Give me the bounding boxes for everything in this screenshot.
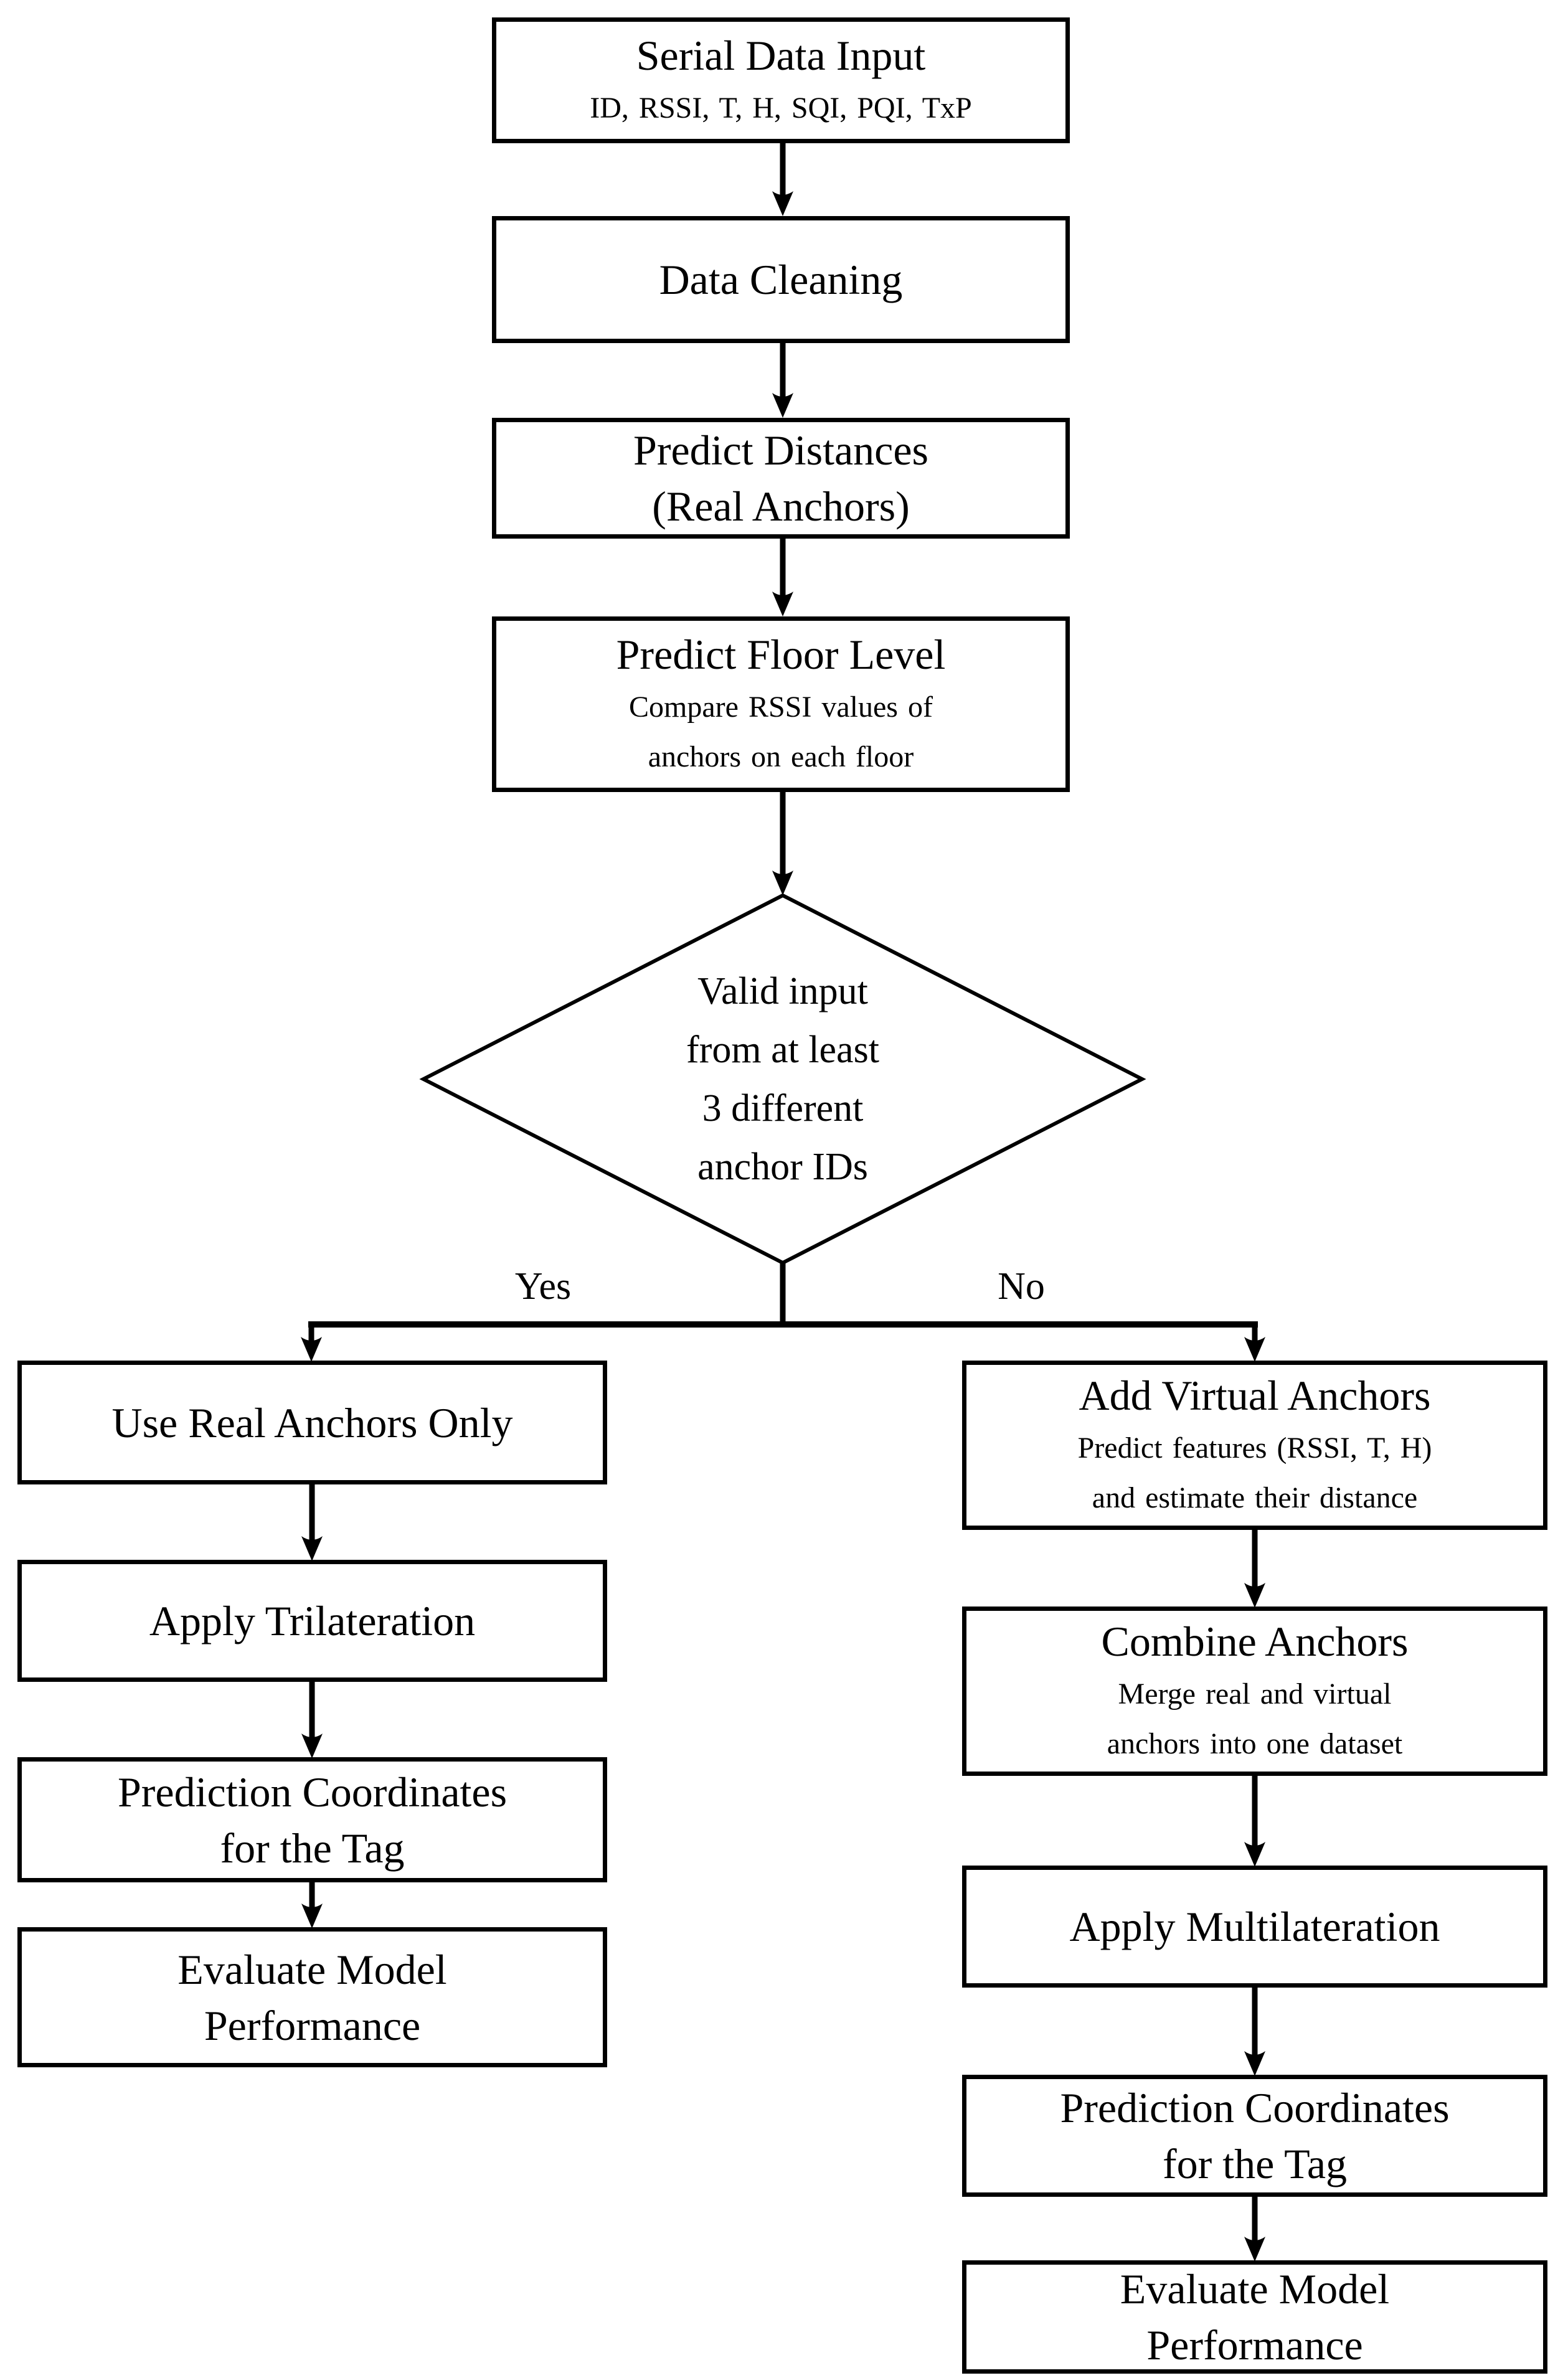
arrow-cleaning-to-distances-head (772, 393, 793, 418)
arrow-serial-to-cleaning-head (772, 191, 793, 216)
node-data-cleaning: Data Cleaning (492, 216, 1070, 343)
node-title-line2: for the Tag (1162, 2140, 1348, 2187)
arrow-distances-to-floor-head (772, 592, 793, 616)
node-prediction-coordinates-right: Prediction Coordinates for the Tag (962, 2075, 1547, 2197)
node-title: Predict Floor Level (616, 631, 946, 678)
node-title-line1: Evaluate Model (1120, 2265, 1390, 2313)
node-apply-trilateration: Apply Trilateration (17, 1560, 607, 1682)
decision-line3: 3 different (702, 1087, 864, 1130)
branch-yes-label: Yes (514, 1265, 572, 1308)
node-title-line2: Performance (204, 2001, 421, 2049)
arrow-real-to-trilateration-head (301, 1536, 323, 1561)
decision-line2: from at least (686, 1029, 879, 1071)
node-title: Combine Anchors (1101, 1618, 1409, 1665)
node-predict-floor-level: Predict Floor Level Compare RSSI values … (492, 616, 1070, 792)
node-title: Data Cleaning (659, 256, 903, 303)
node-subtitle-line1: Predict features (RSSI, T, H) (1077, 1432, 1432, 1465)
node-subtitle-line1: Compare RSSI values of (629, 691, 933, 724)
arrow-coords-to-evaluate-left-head (301, 1904, 323, 1928)
arrow-floor-to-decision-head (772, 871, 793, 895)
node-title-line2: Performance (1146, 2321, 1363, 2369)
node-subtitle: ID, RSSI, T, H, SQI, PQI, TxP (590, 92, 972, 125)
arrow-trilateration-to-coords-head (301, 1734, 323, 1758)
node-title-line1: Prediction Coordinates (1060, 2084, 1450, 2131)
branch-no-drop-head (1244, 1337, 1265, 1362)
node-prediction-coordinates-left: Prediction Coordinates for the Tag (17, 1757, 607, 1882)
node-title: Add Virtual Anchors (1079, 1372, 1431, 1419)
node-title: Use Real Anchors Only (111, 1399, 513, 1446)
node-evaluate-model-right: Evaluate Model Performance (962, 2260, 1547, 2374)
node-apply-multilateration: Apply Multilateration (962, 1866, 1547, 1988)
node-title-line1: Prediction Coordinates (117, 1768, 508, 1816)
arrow-virtual-to-combine-head (1244, 1583, 1265, 1608)
node-subtitle-line2: and estimate their distance (1092, 1481, 1418, 1514)
node-title-line1: Evaluate Model (177, 1945, 447, 1993)
decision-line1: Valid input (697, 970, 868, 1012)
node-use-real-anchors: Use Real Anchors Only (17, 1361, 607, 1484)
arrow-multilateration-to-coords-head (1244, 2051, 1265, 2076)
branch-no-label: No (998, 1265, 1045, 1308)
arrow-combine-to-multilateration-head (1244, 1842, 1265, 1867)
node-subtitle-line2: anchors on each floor (648, 740, 914, 773)
node-add-virtual-anchors: Add Virtual Anchors Predict features (RS… (962, 1361, 1547, 1530)
node-title-line2: for the Tag (220, 1824, 405, 1872)
node-title: Apply Multilateration (1069, 1903, 1440, 1950)
node-subtitle-line1: Merge real and virtual (1118, 1677, 1392, 1710)
node-serial-data-input: Serial Data Input ID, RSSI, T, H, SQI, P… (492, 17, 1070, 143)
node-title-line1: Predict Distances (633, 427, 928, 474)
node-evaluate-model-left: Evaluate Model Performance (17, 1927, 607, 2067)
node-title: Apply Trilateration (149, 1597, 476, 1644)
branch-yes-drop-head (301, 1337, 322, 1362)
node-decision-text: Valid input from at least 3 different an… (686, 962, 879, 1196)
node-combine-anchors: Combine Anchors Merge real and virtual a… (962, 1607, 1547, 1776)
arrow-coords-to-evaluate-right-head (1244, 2237, 1265, 2262)
node-title: Serial Data Input (636, 32, 926, 79)
node-predict-distances: Predict Distances (Real Anchors) (492, 418, 1070, 539)
decision-line4: anchor IDs (697, 1146, 868, 1188)
node-title-line2: (Real Anchors) (652, 483, 910, 530)
node-subtitle-line2: anchors into one dataset (1107, 1727, 1403, 1760)
